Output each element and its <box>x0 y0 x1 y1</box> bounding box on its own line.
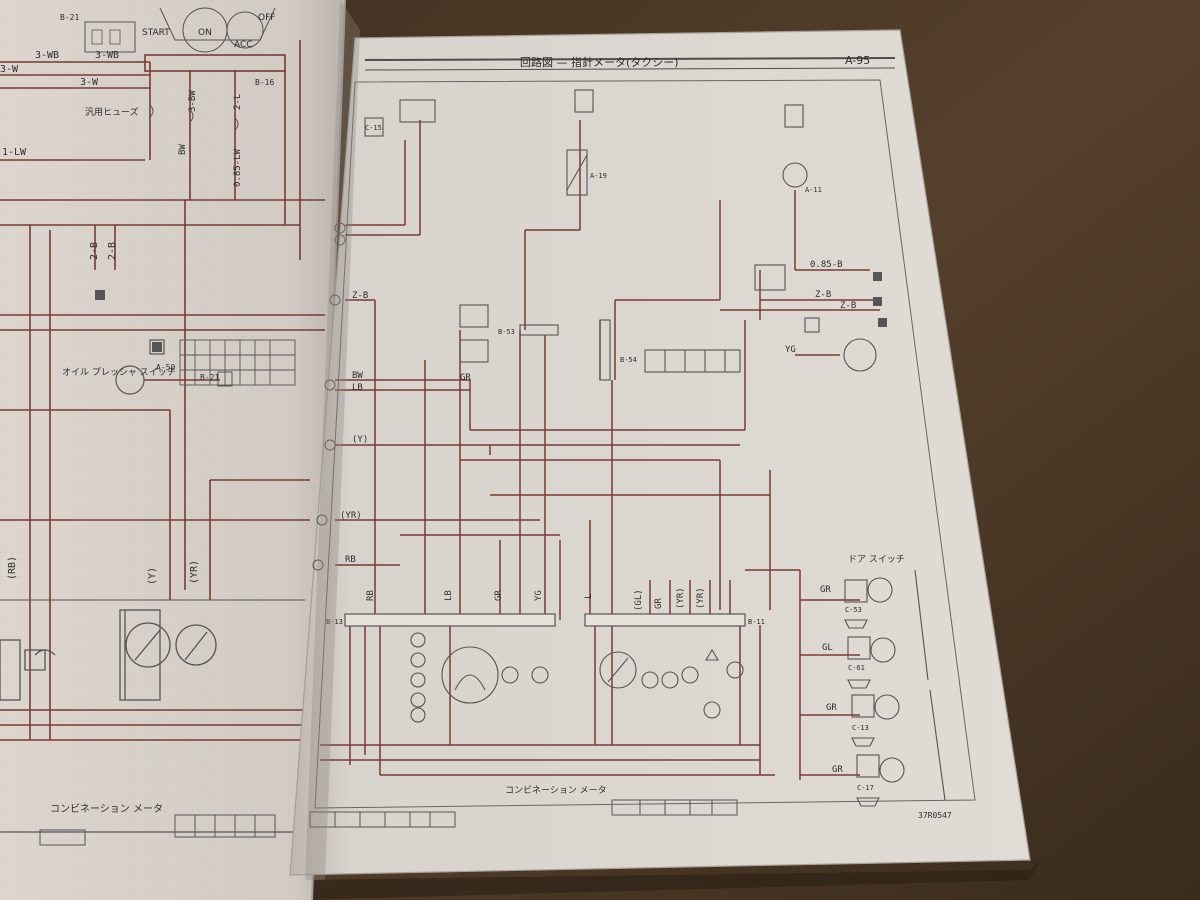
right-footer-label: コンビネーション メータ <box>505 785 607 796</box>
left-wire-label-1: 3-WB <box>95 50 119 61</box>
left-connector-b21: B-21 <box>200 373 219 382</box>
switch-label-start: START <box>142 28 170 38</box>
left-wire-label-13: 2-L <box>233 94 243 110</box>
right-wire-label-18: LB <box>444 590 454 601</box>
left-wire-label-0: 3-WB <box>35 50 59 61</box>
right-wire-label-20: GL <box>822 643 833 653</box>
left-wire-label-12: 3-BW <box>188 90 198 112</box>
right-wire-label-1: BW <box>352 371 363 381</box>
right-wire-label-22: GR <box>832 765 843 775</box>
connector-code-b11: B-11 <box>748 618 765 626</box>
right-wire-label-8: YG <box>534 590 544 601</box>
connector-code-b53: B-53 <box>498 328 515 336</box>
connector-code-c15: C-15 <box>365 124 382 132</box>
right-wire-label-17: (YR) <box>696 587 706 609</box>
right-wire-label-14: (GL) <box>634 589 644 611</box>
left-wire-label-8: (YR) <box>189 560 200 584</box>
switch-label-off: OFF <box>258 13 275 23</box>
left-connector-a50: A-50 <box>156 363 175 372</box>
right-wire-label-11: Z-B <box>840 301 856 311</box>
right-wire-label-3: (Y) <box>352 435 368 445</box>
left-wire-label-2: 3-W <box>0 64 19 75</box>
connector-code-b13: B-13 <box>326 618 343 626</box>
left-page: START ON OFF ACC <box>0 0 346 900</box>
left-wire-label-4: 1-LW <box>2 147 27 158</box>
switch-label-acc: ACC <box>234 40 253 50</box>
right-wire-label-5: RB <box>345 555 356 565</box>
right-wire-label-12: 0.85-B <box>810 260 843 270</box>
connector-code-b54: B-54 <box>620 356 637 364</box>
meter-indicators <box>410 632 744 723</box>
ignition-switch: START ON OFF ACC <box>142 7 286 72</box>
page-code: A-95 <box>845 54 870 67</box>
right-wire-label-4: (YR) <box>340 511 362 521</box>
left-connector-b16: B-16 <box>255 78 274 87</box>
left-wire-label-5: 2-B <box>89 242 100 260</box>
drawing-number: 37R0547 <box>918 811 952 820</box>
oil-pressure-switch: オイル プレッシャ スイッチ A-50 B-21 <box>62 363 233 395</box>
left-gauges <box>0 609 217 701</box>
left-footer-label: コンビネーション メータ <box>50 803 163 815</box>
connector-code-a11: A-11 <box>805 186 822 194</box>
connector-code-c53: C-53 <box>845 606 862 614</box>
left-wire-label-3: 3-W <box>80 77 99 88</box>
left-wire-label-10: 0.85-LW <box>233 148 243 187</box>
right-wire-label-13: YG <box>785 345 796 355</box>
connector-code-c61: C-61 <box>848 664 865 672</box>
connector-code-a19: A-19 <box>590 172 607 180</box>
right-wire-label-10: Z-B <box>815 290 831 300</box>
right-wire-label-23: GR <box>460 373 471 383</box>
right-wire-label-7: GR <box>494 590 504 601</box>
connector-code-c17: C-17 <box>857 784 874 792</box>
oil-switch-label: オイル プレッシャ スイッチ <box>62 367 176 378</box>
left-connector-b21-b: B-21 <box>60 13 79 22</box>
book-gutter <box>305 0 360 880</box>
left-wire-label-9: (RB) <box>7 556 18 580</box>
right-wire-label-16: (YR) <box>676 587 686 609</box>
switch-label-on: ON <box>198 28 212 38</box>
right-wire-label-2: LB <box>352 383 363 393</box>
door-switches <box>844 569 946 807</box>
left-wire-label-11: BW <box>178 144 188 155</box>
right-wire-label-0: Z-B <box>352 291 368 301</box>
connector-code-c13: C-13 <box>852 724 869 732</box>
left-wire-label-6: 2-B <box>107 242 118 260</box>
right-wire-label-9: L <box>584 594 594 599</box>
meter-connector-b11 <box>584 613 746 627</box>
right-wire-label-6: RB <box>366 590 376 601</box>
right-page: 回路図 — 指針メータ(タクシー) A-95 <box>289 29 1031 876</box>
right-wire-label-15: GR <box>654 598 664 609</box>
left-wire-label-7: (Y) <box>147 567 158 585</box>
fuse-label: 汎用ヒューズ <box>85 106 139 118</box>
meter-connector-b13 <box>344 613 556 627</box>
door-switch-label: ドア スイッチ <box>848 554 905 565</box>
page-header-title: 回路図 — 指針メータ(タクシー) <box>520 55 679 69</box>
right-wire-label-21: GR <box>826 703 837 713</box>
right-wire-label-19: GR <box>820 585 831 595</box>
